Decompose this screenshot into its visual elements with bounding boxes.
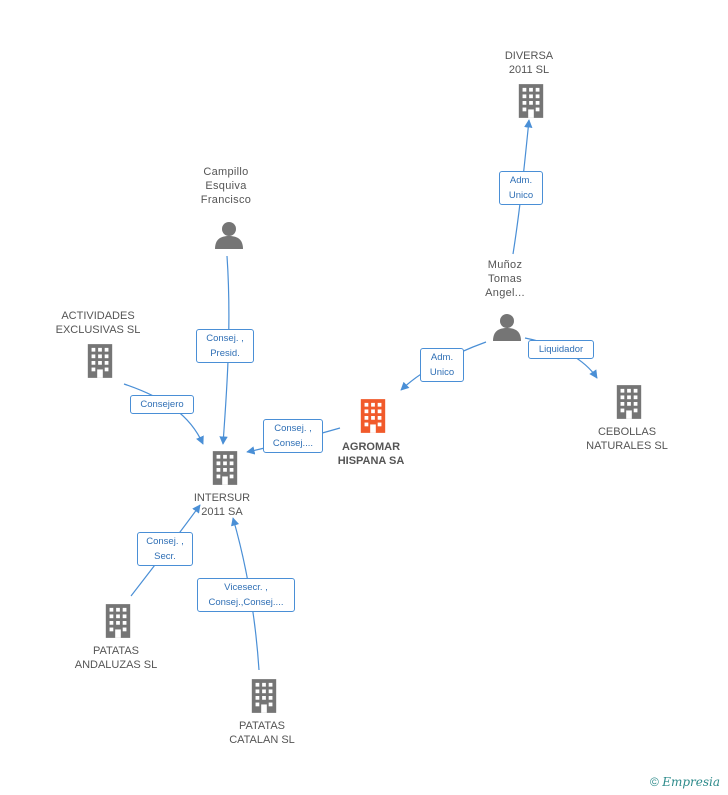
edge-label-munoz-agromar: Adm. Unico <box>420 348 464 382</box>
patatas-catalan-building-icon[interactable] <box>251 679 277 713</box>
node-label-campillo[interactable]: Campillo Esquiva Francisco <box>200 166 252 206</box>
node-label-diversa[interactable]: DIVERSA 2011 SL <box>504 50 554 76</box>
node-label-patatas-andaluzas[interactable]: PATATAS ANDALUZAS SL <box>74 645 158 671</box>
brand-logo[interactable]: Empresia <box>662 775 720 789</box>
cebollas-building-icon[interactable] <box>616 385 642 419</box>
diversa-building-icon[interactable] <box>518 84 544 118</box>
campillo-person-icon[interactable] <box>215 222 243 249</box>
edge-label-catalan-intersur: Vicesecr. , Consej.,Consej.... <box>197 578 295 612</box>
edge-label-munoz-cebollas: Liquidador <box>528 340 594 359</box>
node-label-intersur[interactable]: INTERSUR 2011 SA <box>193 492 251 518</box>
edge-label-andaluzas-intersur: Consej. , Secr. <box>137 532 193 566</box>
edge-label-actividades-intersur: Consejero <box>130 395 194 414</box>
actividades-building-icon[interactable] <box>87 344 113 378</box>
copyright-icon: © <box>650 775 659 789</box>
node-label-agromar[interactable]: AGROMAR HISPANA SA <box>337 441 405 467</box>
node-label-munoz[interactable]: Muñoz Tomas Angel... <box>485 259 525 299</box>
node-label-cebollas[interactable]: CEBOLLAS NATURALES SL <box>586 426 668 452</box>
agromar-building-icon[interactable] <box>360 399 386 433</box>
munoz-person-icon[interactable] <box>493 314 521 341</box>
edge-label-campillo-intersur: Consej. , Presid. <box>196 329 254 363</box>
edge-label-munoz-diversa: Adm. Unico <box>499 171 543 205</box>
node-label-actividades[interactable]: ACTIVIDADES EXCLUSIVAS SL <box>55 310 141 336</box>
patatas-andaluzas-building-icon[interactable] <box>105 604 131 638</box>
copyright-notice: © Empresia <box>650 775 720 789</box>
edge-actividades-intersur <box>123 383 204 445</box>
edge-label-agromar-intersur: Consej. , Consej.... <box>263 419 323 453</box>
intersur-building-icon[interactable] <box>212 451 238 485</box>
node-label-patatas-catalan[interactable]: PATATAS CATALAN SL <box>229 720 295 746</box>
